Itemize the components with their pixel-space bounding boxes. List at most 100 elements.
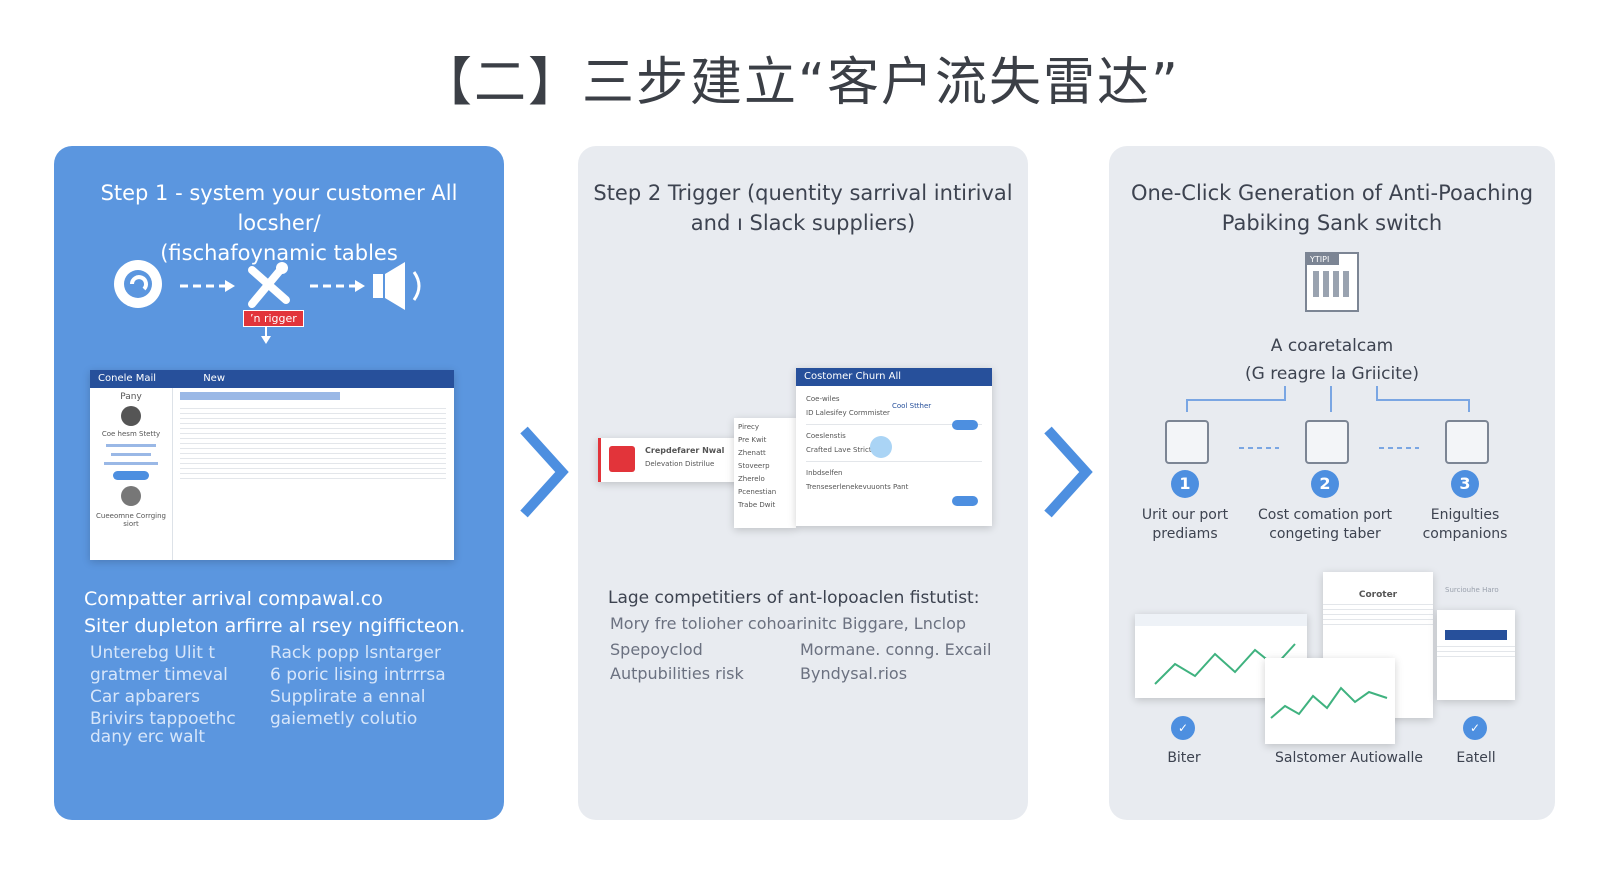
avatar	[121, 406, 141, 426]
step1-bullet: Brivirs tappoethc	[90, 709, 236, 729]
step3-title-line1: One-Click Generation of Anti-Poaching	[1130, 181, 1534, 205]
connector-lines	[1186, 386, 1470, 449]
check-icon: ✓	[1171, 716, 1195, 740]
check-icon: ✓	[1463, 716, 1487, 740]
side-screen	[1437, 610, 1515, 700]
step-label: Cost comation port congeting taber	[1257, 507, 1393, 542]
toggle-switch[interactable]	[952, 420, 978, 430]
step1-summary-line1: Compatter arrival compawal.co	[84, 588, 383, 610]
bottom-label: Biter	[1167, 750, 1201, 766]
churn-row: Crafted Lave Stricthert	[806, 446, 886, 454]
alert-card-title: Crepdefarer Nwal	[645, 446, 725, 455]
churn-row: Coeslenstis	[806, 432, 846, 440]
arrow-right-icon	[180, 280, 235, 292]
contact-list: Pirecy Pre Kwit Zhenatt Stoveerp Zherelo…	[734, 418, 796, 528]
line-chart-icon	[1270, 686, 1388, 719]
screen-title: Coroter	[1358, 590, 1398, 600]
mail-window-title: Conele Mail	[98, 373, 157, 384]
edit-icon	[1165, 420, 1209, 464]
trigger-badge: ʼn rigger	[243, 310, 304, 327]
detail-screen	[1265, 658, 1395, 744]
chat-icon	[114, 260, 162, 308]
report-doc-icon: YTIPI	[1305, 252, 1359, 312]
step1-title: Step 1 - system your customer All locshe…	[68, 178, 490, 268]
churn-row: Coe-wiles	[806, 395, 840, 403]
step1-bullet: gratmer timeval	[90, 665, 228, 685]
mail-window-bar: Conele Mail New	[90, 370, 454, 388]
list-item[interactable]: Zherelo	[738, 475, 765, 483]
step2-bullets: Mory fre tolioher cohoarinitc Biggare, L…	[610, 612, 1010, 692]
alert-card: Crepdefarer Nwal Delevation Distrilue	[598, 438, 741, 482]
step2-bullet: Mormane. conng. Excail	[800, 640, 992, 659]
step1-bullet: dany erc walt	[90, 727, 205, 747]
sidebar-name1: Pany	[120, 392, 142, 402]
contact-list-items: Pirecy Pre Kwit Zhenatt Stoveerp Zherelo…	[734, 418, 796, 515]
mail-table	[180, 392, 446, 483]
doc-badge: YTIPI	[1307, 254, 1339, 265]
tool-icon	[248, 262, 290, 308]
churn-window-title: Costomer Churn All	[796, 368, 992, 386]
step2-summary: Lage competitiers of ant-lopoaclen fistu…	[608, 588, 980, 608]
step2-card: Step 2 Trigger (quentity sarrival intiri…	[578, 146, 1028, 820]
toggle-switch[interactable]	[952, 496, 978, 506]
mail-window-tab[interactable]: New	[203, 373, 226, 384]
churn-window: Costomer Churn All Coe-wiles ID Lalesife…	[796, 368, 992, 526]
step1-bullet: Unterebg Ulit t	[90, 643, 216, 663]
list-item[interactable]: Stoveerp	[738, 462, 770, 470]
churn-row: ID Lalesifey Cormmister	[806, 409, 890, 417]
sidebar-name3: Cueeomne Corrging siort	[96, 512, 166, 528]
megaphone-icon	[373, 262, 421, 310]
play-label: Cool Stther	[892, 402, 932, 410]
churn-row: Inbdselfen	[806, 469, 843, 477]
center-line2: (G reagre la Griicite)	[1245, 364, 1419, 384]
step-number: 2	[1311, 470, 1339, 498]
step2-bullet: Autpubilities risk	[610, 664, 744, 683]
step2-title-line2: and ı Slack suppliers)	[690, 211, 916, 235]
sidebar-button[interactable]	[113, 471, 149, 480]
churn-row: Trenseserlenekevuuonts Pant	[806, 483, 909, 491]
step2-bullet: Mory fre tolioher cohoarinitc Biggare, L…	[610, 614, 967, 633]
list-item[interactable]: Pirecy	[738, 423, 760, 431]
page-title: 【二】三步建立“客户流失雷达”	[420, 53, 1180, 113]
step-label: Urit our port prediams	[1141, 507, 1229, 542]
step3-title: One-Click Generation of Anti-Poaching Pa…	[1123, 178, 1541, 238]
step3-card: One-Click Generation of Anti-Poaching Pa…	[1109, 146, 1555, 820]
step-number: 1	[1171, 470, 1199, 498]
step2-bullet: Byndysal.rios	[800, 664, 908, 683]
center-caption: A coaretalcam (G reagre la Griicite)	[1109, 332, 1555, 388]
alert-card-sub: Delevation Distrilue	[645, 460, 715, 468]
step-number: 3	[1451, 470, 1479, 498]
mail-sidebar: Pany Coe hesm Stetty Cueeomne Corrging s…	[90, 388, 173, 560]
alert-icon	[609, 446, 635, 472]
list-item[interactable]: Zhenatt	[738, 449, 766, 457]
step1-bullets: Unterebg Ulit t gratmer timeval Car apba…	[90, 642, 490, 752]
step1-title-line2: (fischafoynamic tables	[160, 241, 398, 265]
chart-icon	[1305, 420, 1349, 464]
step1-bullet: 6 poric lising intrrrsa	[270, 665, 446, 685]
screen-right-label: Surciouhe Haro	[1445, 586, 1499, 594]
step1-flow	[114, 260, 421, 344]
list-item[interactable]: Pre Kwit	[738, 436, 767, 444]
mail-window: Conele Mail New Pany Coe hesm Stetty Cue…	[90, 370, 454, 560]
chevron-right-icon	[1044, 426, 1093, 518]
bottom-label: Eatell	[1456, 750, 1496, 766]
table-icon	[1445, 420, 1489, 464]
chevron-right-icon	[520, 426, 569, 518]
arrow-right-icon	[310, 280, 365, 292]
step1-summary: Compatter arrival compawal.co Siter dupl…	[84, 586, 494, 640]
center-line1: A coaretalcam	[1270, 336, 1394, 356]
step-label: Enigulties companions	[1422, 507, 1508, 542]
step1-bullet: Supplirate a ennal	[270, 687, 426, 707]
bottom-label: Salstomer Autiowalle	[1275, 750, 1423, 766]
avatar	[121, 486, 141, 506]
list-item[interactable]: Pcenestian	[738, 488, 777, 496]
step1-title-line1: Step 1 - system your customer All locshe…	[100, 181, 458, 235]
cursor-dot	[870, 436, 892, 458]
churn-window-rows: Coe-wiles ID Lalesifey Cormmister Coesle…	[796, 386, 992, 500]
step2-title: Step 2 Trigger (quentity sarrival intiri…	[592, 178, 1014, 238]
step1-bullet: Rack popp lsntarger	[270, 643, 441, 663]
step1-bullet: gaiemetly colutio	[270, 709, 418, 729]
list-item[interactable]: Trabe Dwit	[738, 501, 776, 509]
sidebar-name2: Coe hesm Stetty	[101, 430, 161, 438]
down-arrow-icon	[261, 324, 271, 344]
